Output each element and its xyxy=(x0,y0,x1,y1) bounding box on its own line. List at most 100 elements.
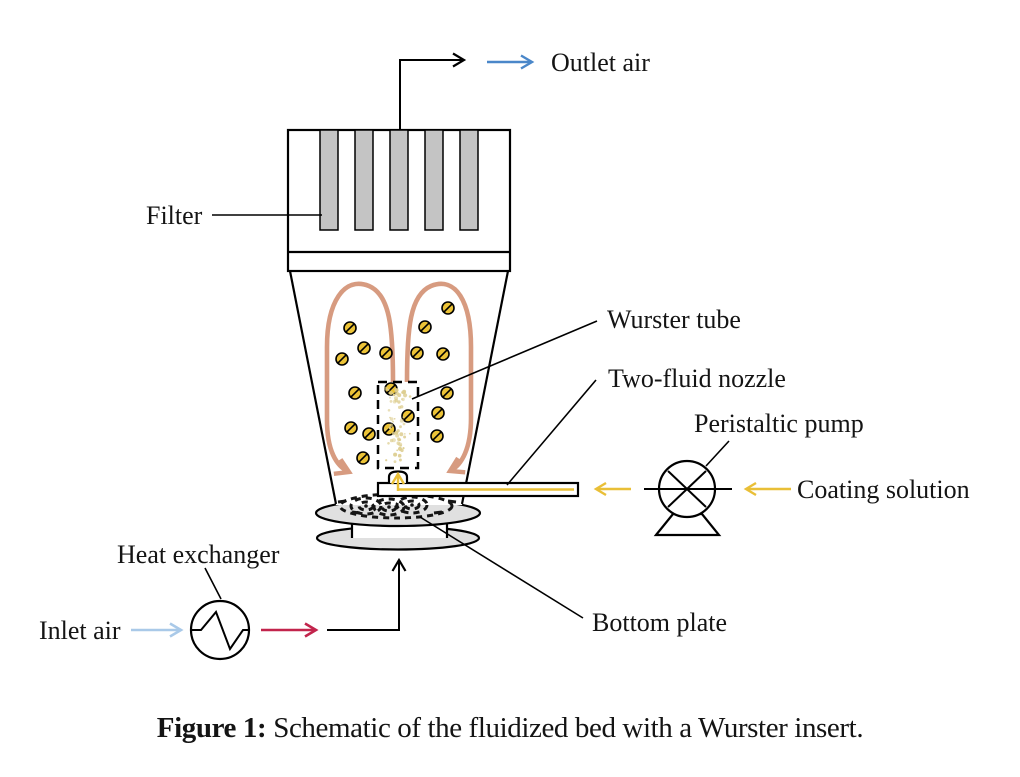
particle xyxy=(410,346,424,360)
particle xyxy=(335,352,349,366)
particle xyxy=(436,347,450,361)
spray-dot xyxy=(394,391,399,396)
spray-dot xyxy=(402,389,407,394)
spray-dot xyxy=(402,447,405,450)
particle xyxy=(430,429,444,443)
filter-bar xyxy=(459,129,479,231)
inlet-air-flow xyxy=(131,557,407,661)
spray-dot xyxy=(402,416,405,418)
wurster-tube-outline xyxy=(376,380,420,470)
spray-dot xyxy=(398,458,402,462)
particle xyxy=(362,427,376,441)
pump-stand xyxy=(653,512,722,537)
particle xyxy=(357,341,371,355)
spray-dot xyxy=(399,432,404,437)
spray-mist xyxy=(384,386,412,463)
filter-bar xyxy=(319,129,339,231)
spray-dot xyxy=(408,432,411,435)
spray-dot xyxy=(392,399,397,404)
left-circulation-arrow xyxy=(324,281,396,476)
spray-dot xyxy=(389,423,394,428)
spray-dot xyxy=(396,441,401,446)
spray-dot xyxy=(391,431,396,436)
figure-caption: Figure 1:Schematic of the fluidized bed … xyxy=(157,712,863,744)
spray-dot xyxy=(395,433,400,438)
wurster-tube-label: Wurster tube xyxy=(607,305,741,334)
particle xyxy=(344,421,358,435)
pointer-lines xyxy=(204,214,730,619)
spray-dot xyxy=(384,386,388,391)
bottom-plate-pointer xyxy=(419,516,584,619)
two-fluid-nozzle-label: Two-fluid nozzle xyxy=(608,364,786,393)
spray-dot xyxy=(389,417,394,421)
spray-dot xyxy=(387,442,390,445)
outlet-air-label: Outlet air xyxy=(551,48,650,77)
particle xyxy=(440,386,454,400)
spray-dot xyxy=(403,435,407,439)
cone-right-wall xyxy=(460,270,510,505)
spray-dot xyxy=(397,400,401,404)
right-circulation-arrow xyxy=(404,281,474,475)
filter-bar xyxy=(354,129,374,231)
bottom-plate-label: Bottom plate xyxy=(592,608,727,637)
spray-dot xyxy=(394,430,399,435)
filter-bar xyxy=(424,129,444,231)
spray-dot xyxy=(396,390,398,393)
spray-dot xyxy=(389,396,391,399)
particle xyxy=(441,301,455,315)
particle xyxy=(356,451,370,465)
cone-left-wall xyxy=(288,270,338,505)
figure-caption-text: Schematic of the fluidized bed with a Wu… xyxy=(273,712,863,744)
filter-bar xyxy=(389,129,409,231)
particle xyxy=(343,321,357,335)
spray-dot xyxy=(400,405,404,409)
spray-dot xyxy=(389,400,393,403)
peristaltic-pump-group xyxy=(593,459,791,537)
wurster-tube-pointer xyxy=(411,320,598,400)
particle xyxy=(401,409,415,423)
spray-dot xyxy=(385,459,388,462)
spray-dot xyxy=(396,449,399,452)
particle xyxy=(348,386,362,400)
two-fluid-nozzle-group xyxy=(376,470,580,498)
spray-dot xyxy=(397,437,401,442)
spray-dot xyxy=(387,409,391,412)
peristaltic-pump-label: Peristaltic pump xyxy=(694,409,864,438)
spray-dot xyxy=(388,426,392,430)
particle-circulation-arrows xyxy=(324,281,474,476)
spray-dot xyxy=(393,452,398,457)
labels: Outlet air Filter Wurster tube Two-fluid… xyxy=(39,48,970,645)
outlet-pipe-arrow xyxy=(399,52,467,130)
heat-exchanger-zigzag xyxy=(192,610,249,652)
wurster-tube-group xyxy=(376,380,420,470)
air-to-bed-arrow xyxy=(327,557,407,631)
spray-dot xyxy=(399,425,402,429)
particle xyxy=(379,346,393,360)
spray-dot xyxy=(400,448,404,453)
spray-dot xyxy=(393,460,397,463)
spray-dot xyxy=(387,388,390,391)
spray-dot xyxy=(393,418,396,420)
spray-dot xyxy=(403,433,406,435)
spray-dot xyxy=(408,395,412,398)
spray-dot xyxy=(402,422,406,426)
spray-dot xyxy=(399,444,402,447)
pump-pointer xyxy=(705,440,730,467)
spray-dot xyxy=(401,397,405,402)
heat-exchanger-pointer xyxy=(204,567,222,600)
particle xyxy=(418,320,432,334)
spray-dot xyxy=(399,418,404,423)
particle xyxy=(431,406,445,420)
spray-dot xyxy=(388,390,393,396)
figure-caption-number: Figure 1: xyxy=(157,712,266,744)
inlet-air-label: Inlet air xyxy=(39,616,121,645)
spray-dot xyxy=(392,420,394,423)
spray-dot xyxy=(397,453,402,458)
particles xyxy=(335,301,455,465)
spray-dot xyxy=(392,393,396,397)
spray-dot xyxy=(391,438,396,443)
filter-bars xyxy=(319,129,479,231)
heat-exchanger-label: Heat exchanger xyxy=(117,540,280,569)
outlet-air-flow xyxy=(399,52,535,130)
